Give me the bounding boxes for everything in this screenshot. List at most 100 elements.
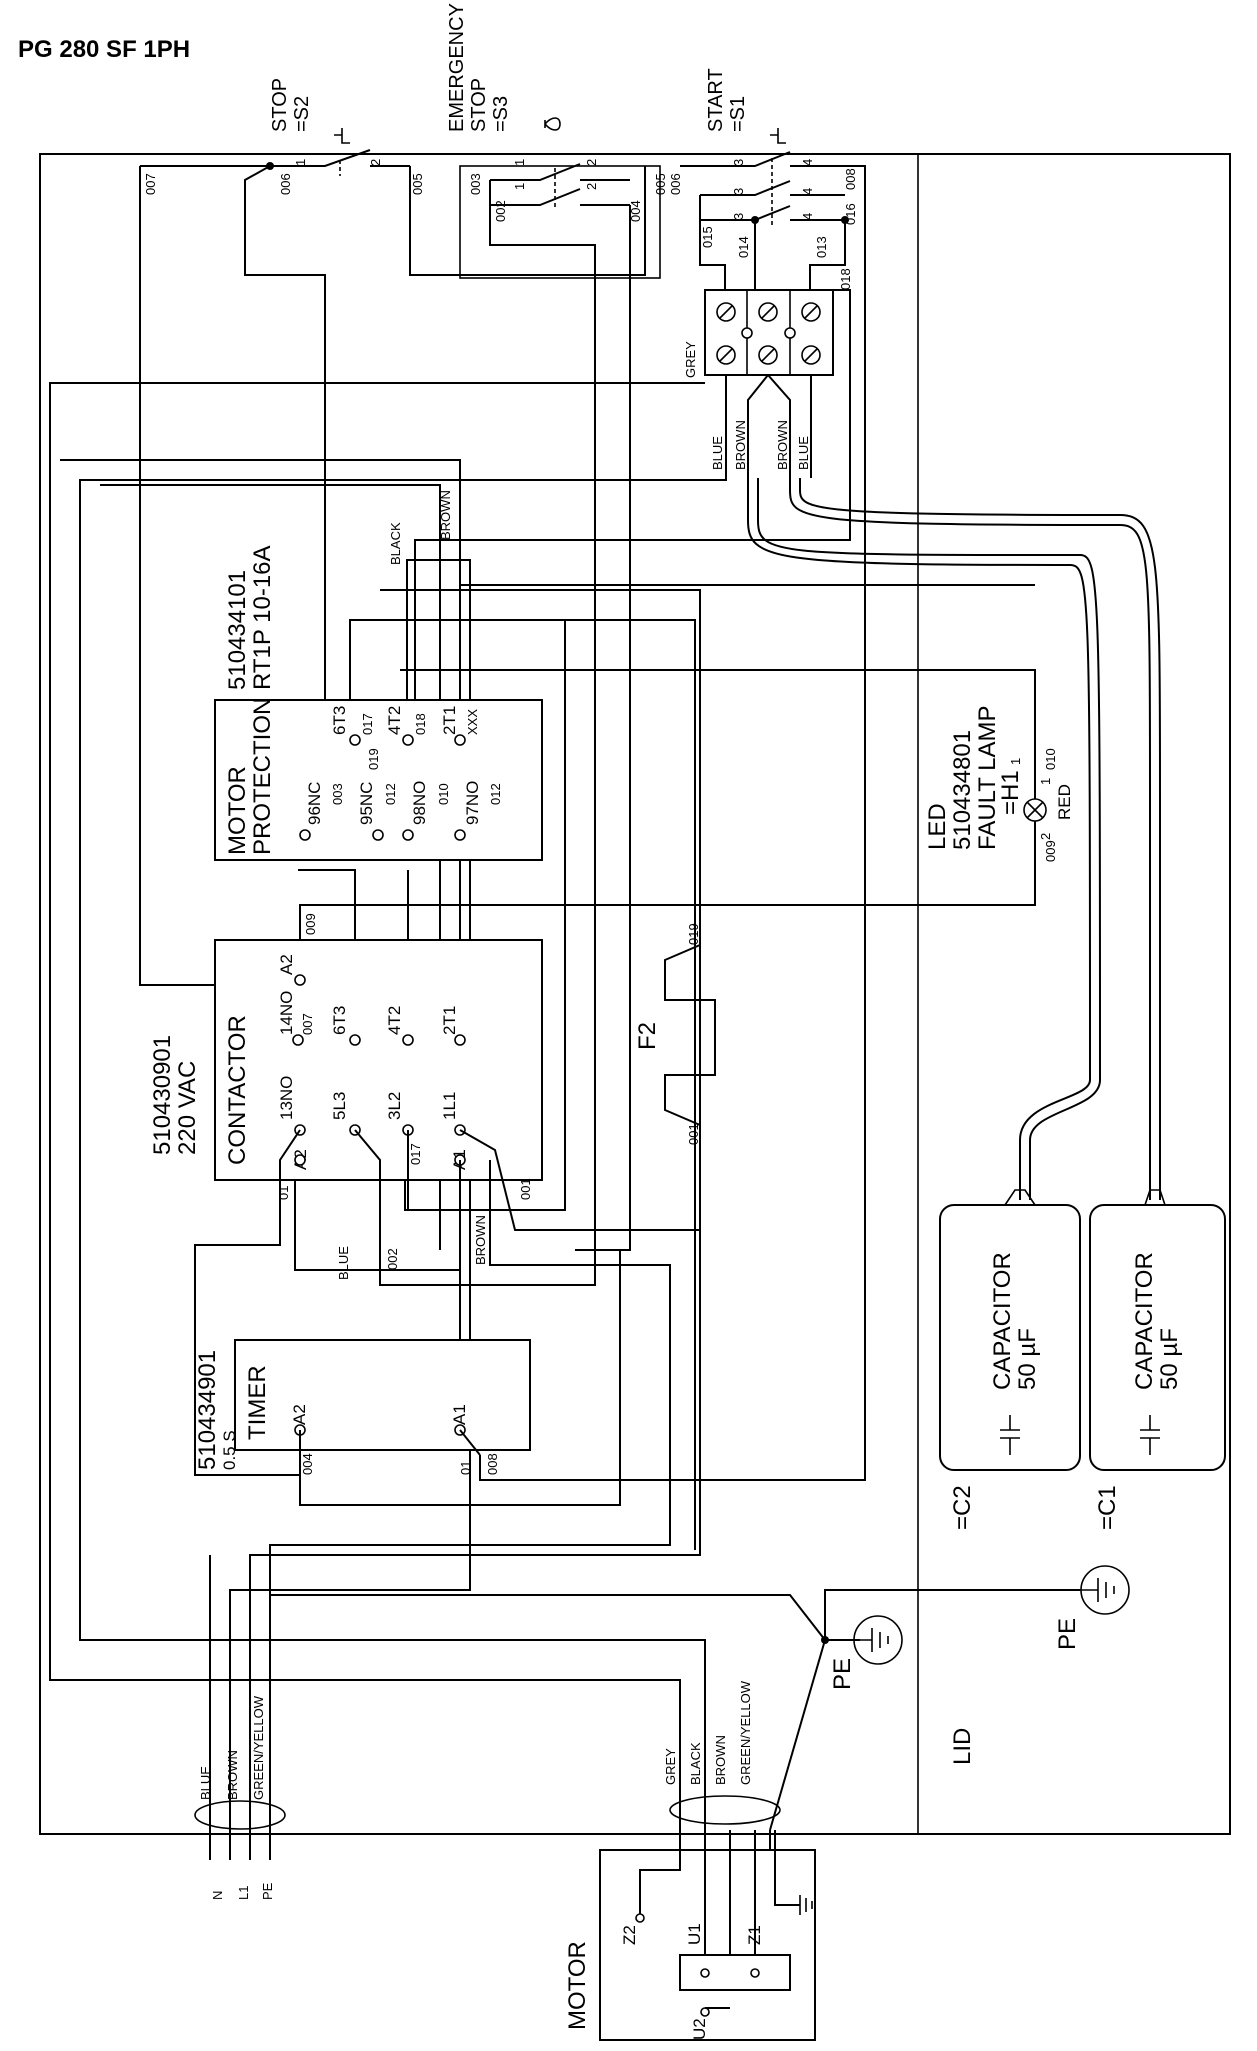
terminal-grey: GREY — [683, 341, 698, 378]
motor-cable-grey: GREY — [663, 1748, 678, 1785]
stop-pin-2: 2 — [368, 159, 383, 166]
start-pin-3a: 3 — [731, 159, 746, 166]
c2-label: CAPACITOR — [989, 1252, 1016, 1390]
start-pin-3c: 3 — [731, 213, 746, 220]
led-subscript: 1 — [1008, 758, 1023, 765]
estop-label-1: EMERGENCY — [446, 3, 468, 132]
motor-label: MOTOR — [564, 1941, 591, 2030]
mp-color-black: BLACK — [388, 522, 403, 565]
estop-label-2: STOP — [468, 78, 490, 132]
start-wire-006: 006 — [668, 173, 683, 195]
start-label: START — [705, 68, 727, 132]
motor-term-u2: U2 — [690, 2018, 709, 2040]
estop-wire-004: 004 — [628, 200, 643, 222]
contactor-lower-wiring: BLUE 002 BROWN — [194, 1129, 701, 1830]
contactor-term-4t2: 4T2 — [385, 1006, 404, 1035]
start-switch-s1: START =S1 3 4 3 4 3 4 006 008 015 014 01… — [668, 68, 858, 290]
timer-wire-008: 008 — [485, 1453, 500, 1475]
mp-label-1: MOTOR — [224, 766, 251, 855]
lower-wire-blue: BLUE — [336, 1246, 351, 1280]
fuse-f2: F2 019 001 — [634, 590, 716, 1145]
estop-pin-2b: 2 — [584, 183, 599, 190]
mp-wire-018: 018 — [413, 713, 428, 735]
led-name: FAULT LAMP — [974, 706, 1001, 851]
mp-wire-010: 010 — [436, 783, 451, 805]
supply-brown: BROWN — [225, 1750, 240, 1800]
motor-ground-icon — [799, 1895, 813, 1915]
terminal-brown-2: BROWN — [775, 420, 790, 470]
contactor: 510430901 220 VAC CONTACTOR A2 14NO 6T3 … — [149, 913, 543, 1200]
mp-term-4t2: 4T2 — [385, 706, 404, 735]
capacitor-c1: CAPACITOR 50 µF =C1 — [1089, 1189, 1226, 1530]
contactor-voltage: 220 VAC — [174, 1061, 201, 1155]
motor-protection: 510434101 RT1P 10-16A BLACK BROWN MOTOR … — [214, 490, 543, 861]
lid-label: LID — [949, 1728, 976, 1765]
estop-pin-2a: 2 — [584, 159, 599, 166]
c2-value: 50 µF — [1014, 1328, 1041, 1390]
start-wire-013: 013 — [814, 236, 829, 258]
c2-symbol-icon — [1000, 1415, 1020, 1455]
estop-wire-002: 002 — [493, 200, 508, 222]
stop-label: STOP — [269, 78, 291, 132]
contactor-term-13no: 13NO — [277, 1076, 296, 1120]
terminal-l1: L1 — [236, 1886, 251, 1900]
start-wire-014: 014 — [736, 236, 751, 258]
mp-term-2t1: 2T1 — [440, 706, 459, 735]
earth-connections: PE PE — [270, 1565, 1130, 1831]
contactor-term-3l2: 3L2 — [385, 1092, 404, 1120]
mp-term-98no: 98NO — [410, 781, 429, 825]
led-pin-2: 2 — [1038, 833, 1053, 840]
timer-term-a1: A1 — [450, 1404, 469, 1425]
contactor-term-1l1: 1L1 — [440, 1092, 459, 1120]
contactor-wire-007: 007 — [300, 1013, 315, 1035]
c1-ref: =C1 — [1094, 1485, 1121, 1530]
mp-wire-012b: 012 — [488, 783, 503, 805]
terminal-blue-1: BLUE — [710, 436, 725, 470]
timer-term-a2: A2 — [290, 1404, 309, 1425]
terminal-blue-2: BLUE — [796, 436, 811, 470]
led-wire-009: 009 — [1043, 840, 1058, 862]
contactor-term-5l3: 5L3 — [330, 1092, 349, 1120]
estop-mushroom-icon — [544, 117, 561, 131]
c1-label: CAPACITOR — [1131, 1252, 1158, 1390]
motor-term-z1: Z1 — [745, 1925, 764, 1945]
timer: 510434901 0.5 S TIMER A2 A1 004 01 008 — [194, 1250, 621, 1506]
mp-model: RT1P 10-16A — [249, 545, 276, 690]
c1-value: 50 µF — [1156, 1328, 1183, 1390]
start-wire-015: 015 — [700, 226, 715, 248]
motor-term-u1: U1 — [685, 1923, 704, 1945]
terminal-block: GREY BLUE BROWN BROWN BLUE — [49, 289, 1161, 1830]
mp-color-brown: BROWN — [438, 490, 453, 540]
mp-term-95nc: 95NC — [357, 782, 376, 825]
motor-cable-green-yellow: GREEN/YELLOW — [738, 1680, 753, 1785]
start-pin-3b: 3 — [731, 188, 746, 195]
stop-push-icon — [334, 128, 350, 144]
stop-wire-006: 006 — [278, 173, 293, 195]
contactor-wire-017: 017 — [408, 1143, 423, 1165]
wire-007-left: 007 — [143, 173, 158, 195]
estop-wire-005: 005 — [653, 173, 668, 195]
fuse-label: F2 — [634, 1022, 661, 1050]
stop-wire-005: 005 — [410, 173, 425, 195]
mp-term-97no: 97NO — [463, 781, 482, 825]
terminal-pe: PE — [260, 1882, 275, 1900]
pe-label-1: PE — [829, 1658, 856, 1690]
mp-part: 510434101 — [224, 570, 251, 690]
timer-wire-01: 01 — [458, 1461, 473, 1475]
stop-switch-s2: STOP =S2 1 2 006 005 — [269, 78, 425, 195]
supply-green-yellow: GREEN/YELLOW — [251, 1695, 266, 1800]
start-pin-4b: 4 — [800, 188, 815, 195]
mp-wire-xxx: XXX — [465, 709, 480, 735]
timer-wire-004: 004 — [300, 1453, 315, 1475]
mp-wire-017: 017 — [360, 713, 375, 735]
estop-wire-003: 003 — [468, 173, 483, 195]
timer-part: 510434901 — [194, 1350, 221, 1470]
led-color: RED — [1055, 784, 1074, 820]
motor-term-z2: Z2 — [620, 1925, 639, 1945]
supply-blue: BLUE — [198, 1766, 213, 1800]
terminal-brown-1: BROWN — [733, 420, 748, 470]
motor-cable-brown: BROWN — [713, 1735, 728, 1785]
diagram-title: PG 280 SF 1PH — [18, 36, 191, 63]
enclosure-frame — [39, 153, 1231, 1835]
